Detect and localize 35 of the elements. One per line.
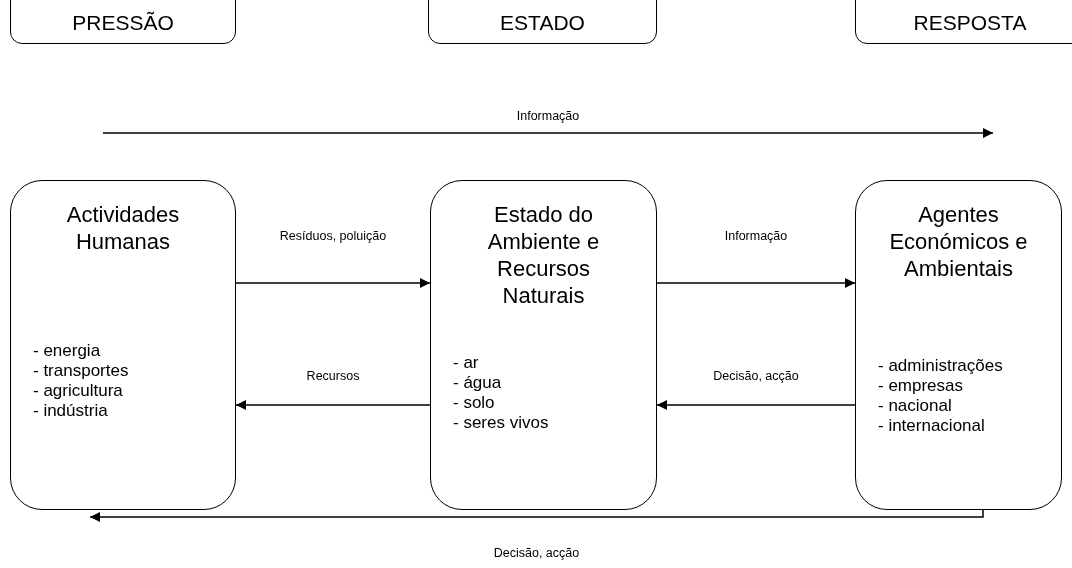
- list-item: - nacional: [878, 396, 953, 416]
- rounded-box: [855, 180, 1062, 510]
- rounded-box: [10, 180, 236, 510]
- list-item: - empresas: [878, 376, 965, 396]
- header-tab: [428, 0, 657, 44]
- box-heading: Actividades Humanas: [65, 201, 181, 255]
- edge-label: Decisão, acção: [711, 369, 801, 383]
- arrow: [656, 278, 856, 288]
- list-item: - agricultura: [33, 381, 124, 401]
- list-item: - internacional: [878, 416, 986, 436]
- list-item: - energia: [33, 341, 102, 361]
- edge-label: Decisão, acção: [491, 546, 582, 560]
- header-tab: [10, 0, 236, 44]
- stage-title: RESPOSTA: [913, 11, 1027, 35]
- list-item: - indústria: [33, 401, 109, 421]
- flow-label: Informação: [514, 109, 582, 123]
- list-item: - seres vivos: [453, 413, 549, 433]
- list-item: - água: [453, 373, 503, 393]
- list-item: - solo: [453, 393, 496, 413]
- arrow: [235, 278, 431, 288]
- stage-title: ESTADO: [500, 11, 585, 35]
- list-item: - administrações: [878, 356, 1003, 376]
- arrow: [656, 400, 856, 410]
- box-heading: Estado do Ambiente e Recursos Naturais: [486, 201, 601, 309]
- edge-label: Informação: [722, 229, 790, 243]
- edge-label: Resíduos, poluição: [277, 229, 389, 243]
- box-heading: Agentes Económicos e Ambientais: [888, 201, 1029, 282]
- list-item: - ar: [453, 353, 480, 373]
- stage-title: PRESSÃO: [72, 11, 174, 35]
- list-item: - transportes: [33, 361, 129, 381]
- arrow: [235, 400, 431, 410]
- arrow: [89, 509, 984, 522]
- edge-label: Recursos: [304, 369, 362, 383]
- rounded-box: [430, 180, 657, 510]
- header-tab: [855, 0, 1072, 44]
